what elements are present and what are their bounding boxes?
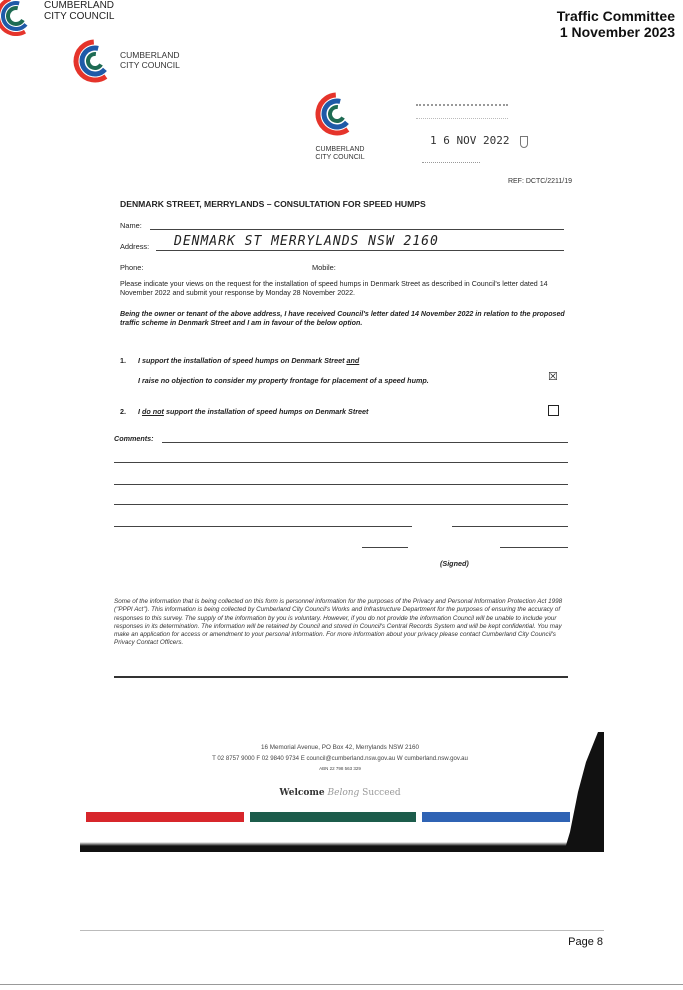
footer-abn: ABN 22 798 563 329 (319, 766, 361, 771)
option1-and: and (346, 356, 360, 365)
comments-line-5a[interactable] (114, 526, 412, 527)
signature-line-b[interactable] (500, 547, 568, 548)
signed-label: (Signed) (440, 559, 469, 568)
option2-text: I do not support the installation of spe… (138, 407, 368, 416)
scan-edge-bottom (80, 842, 604, 852)
slogan-welcome: Welcome (279, 788, 325, 798)
address-value[interactable]: DENMARK ST MERRYLANDS NSW 2160 (174, 234, 439, 249)
mobile-label: Mobile: (312, 263, 336, 272)
option2-donot: do not (142, 407, 164, 416)
footer-divider (80, 930, 604, 931)
bottom-divider (0, 984, 683, 985)
name-field[interactable] (150, 229, 564, 230)
slogan-succeed: Succeed (362, 788, 401, 798)
intro-text: Please indicate your views on the reques… (120, 280, 548, 297)
council-logo-icon (0, 0, 36, 36)
council-logo-icon (315, 92, 359, 136)
option2-checkbox[interactable] (548, 405, 559, 416)
received-stamp: 1 6 NOV 2022 (410, 100, 530, 170)
comments-line-5b[interactable] (452, 526, 568, 527)
meeting-date: 1 November 2023 (559, 24, 675, 40)
name-label: Name: (120, 221, 142, 230)
header-org-line2: CITY COUNCIL (44, 11, 115, 22)
option1-number: 1. (120, 356, 126, 365)
comments-line-4[interactable] (114, 504, 568, 505)
phone-label: Phone: (120, 263, 144, 272)
page-number: Page 8 (568, 936, 603, 948)
form-logo-line1: CUMBERLAND (315, 146, 365, 153)
reference-number: REF: DCTC/2211/19 (507, 178, 572, 185)
option2-pre: I (138, 407, 142, 416)
form-logo: CUMBERLAND CITY COUNCIL (305, 90, 375, 172)
header-org-line1: CUMBERLAND (44, 0, 115, 11)
privacy-divider (114, 676, 568, 678)
comments-line-2[interactable] (114, 462, 568, 463)
signature-line-a[interactable] (362, 547, 408, 548)
slogan-belong: Belong (327, 788, 360, 798)
option1-line1-text: I support the installation of speed hump… (138, 356, 347, 365)
form-logo-line2: CITY COUNCIL (315, 154, 365, 161)
footer-bar-red (86, 812, 244, 822)
letterhead-logo: CUMBERLAND CITY COUNCIL (72, 38, 202, 86)
privacy-notice: Some of the information that is being co… (114, 598, 563, 647)
footer-address: 16 Memorial Avenue, PO Box 42, Merryland… (260, 744, 420, 751)
comments-label: Comments: (114, 434, 154, 443)
option1-line1: I support the installation of speed hump… (138, 356, 359, 365)
option2-number: 2. (120, 407, 126, 416)
header-logo: CUMBERLAND CITY COUNCIL (0, 0, 130, 40)
option1-line2: I raise no objection to consider my prop… (138, 376, 429, 385)
footer-contacts: T 02 8757 9000 F 02 9840 9734 E council@… (212, 755, 468, 762)
address-label: Address: (120, 242, 150, 251)
letterhead-line2: CITY COUNCIL (120, 60, 180, 70)
option1-checkbox[interactable]: ☒ (548, 371, 558, 383)
scan-edge-right (564, 732, 604, 852)
form-title: DENMARK STREET, MERRYLANDS – CONSULTATIO… (120, 199, 426, 209)
council-logo-icon (73, 39, 117, 83)
footer-slogan: Welcome Belong Succeed (240, 788, 440, 798)
stamp-date: 1 6 NOV 2022 (430, 134, 510, 147)
statement-text: Being the owner or tenant of the above a… (120, 310, 565, 327)
committee-title: Traffic Committee (556, 8, 675, 24)
comments-line-3[interactable] (114, 484, 568, 485)
option2-post: support the installation of speed humps … (163, 407, 369, 416)
scanned-form: CUMBERLAND CITY COUNCIL 1 6 NOV 2022 REF… (80, 88, 604, 854)
letterhead-line1: CUMBERLAND (120, 50, 180, 60)
footer-bar-blue (422, 812, 570, 822)
footer-bar-green (250, 812, 416, 822)
comments-line-1[interactable] (162, 442, 568, 443)
